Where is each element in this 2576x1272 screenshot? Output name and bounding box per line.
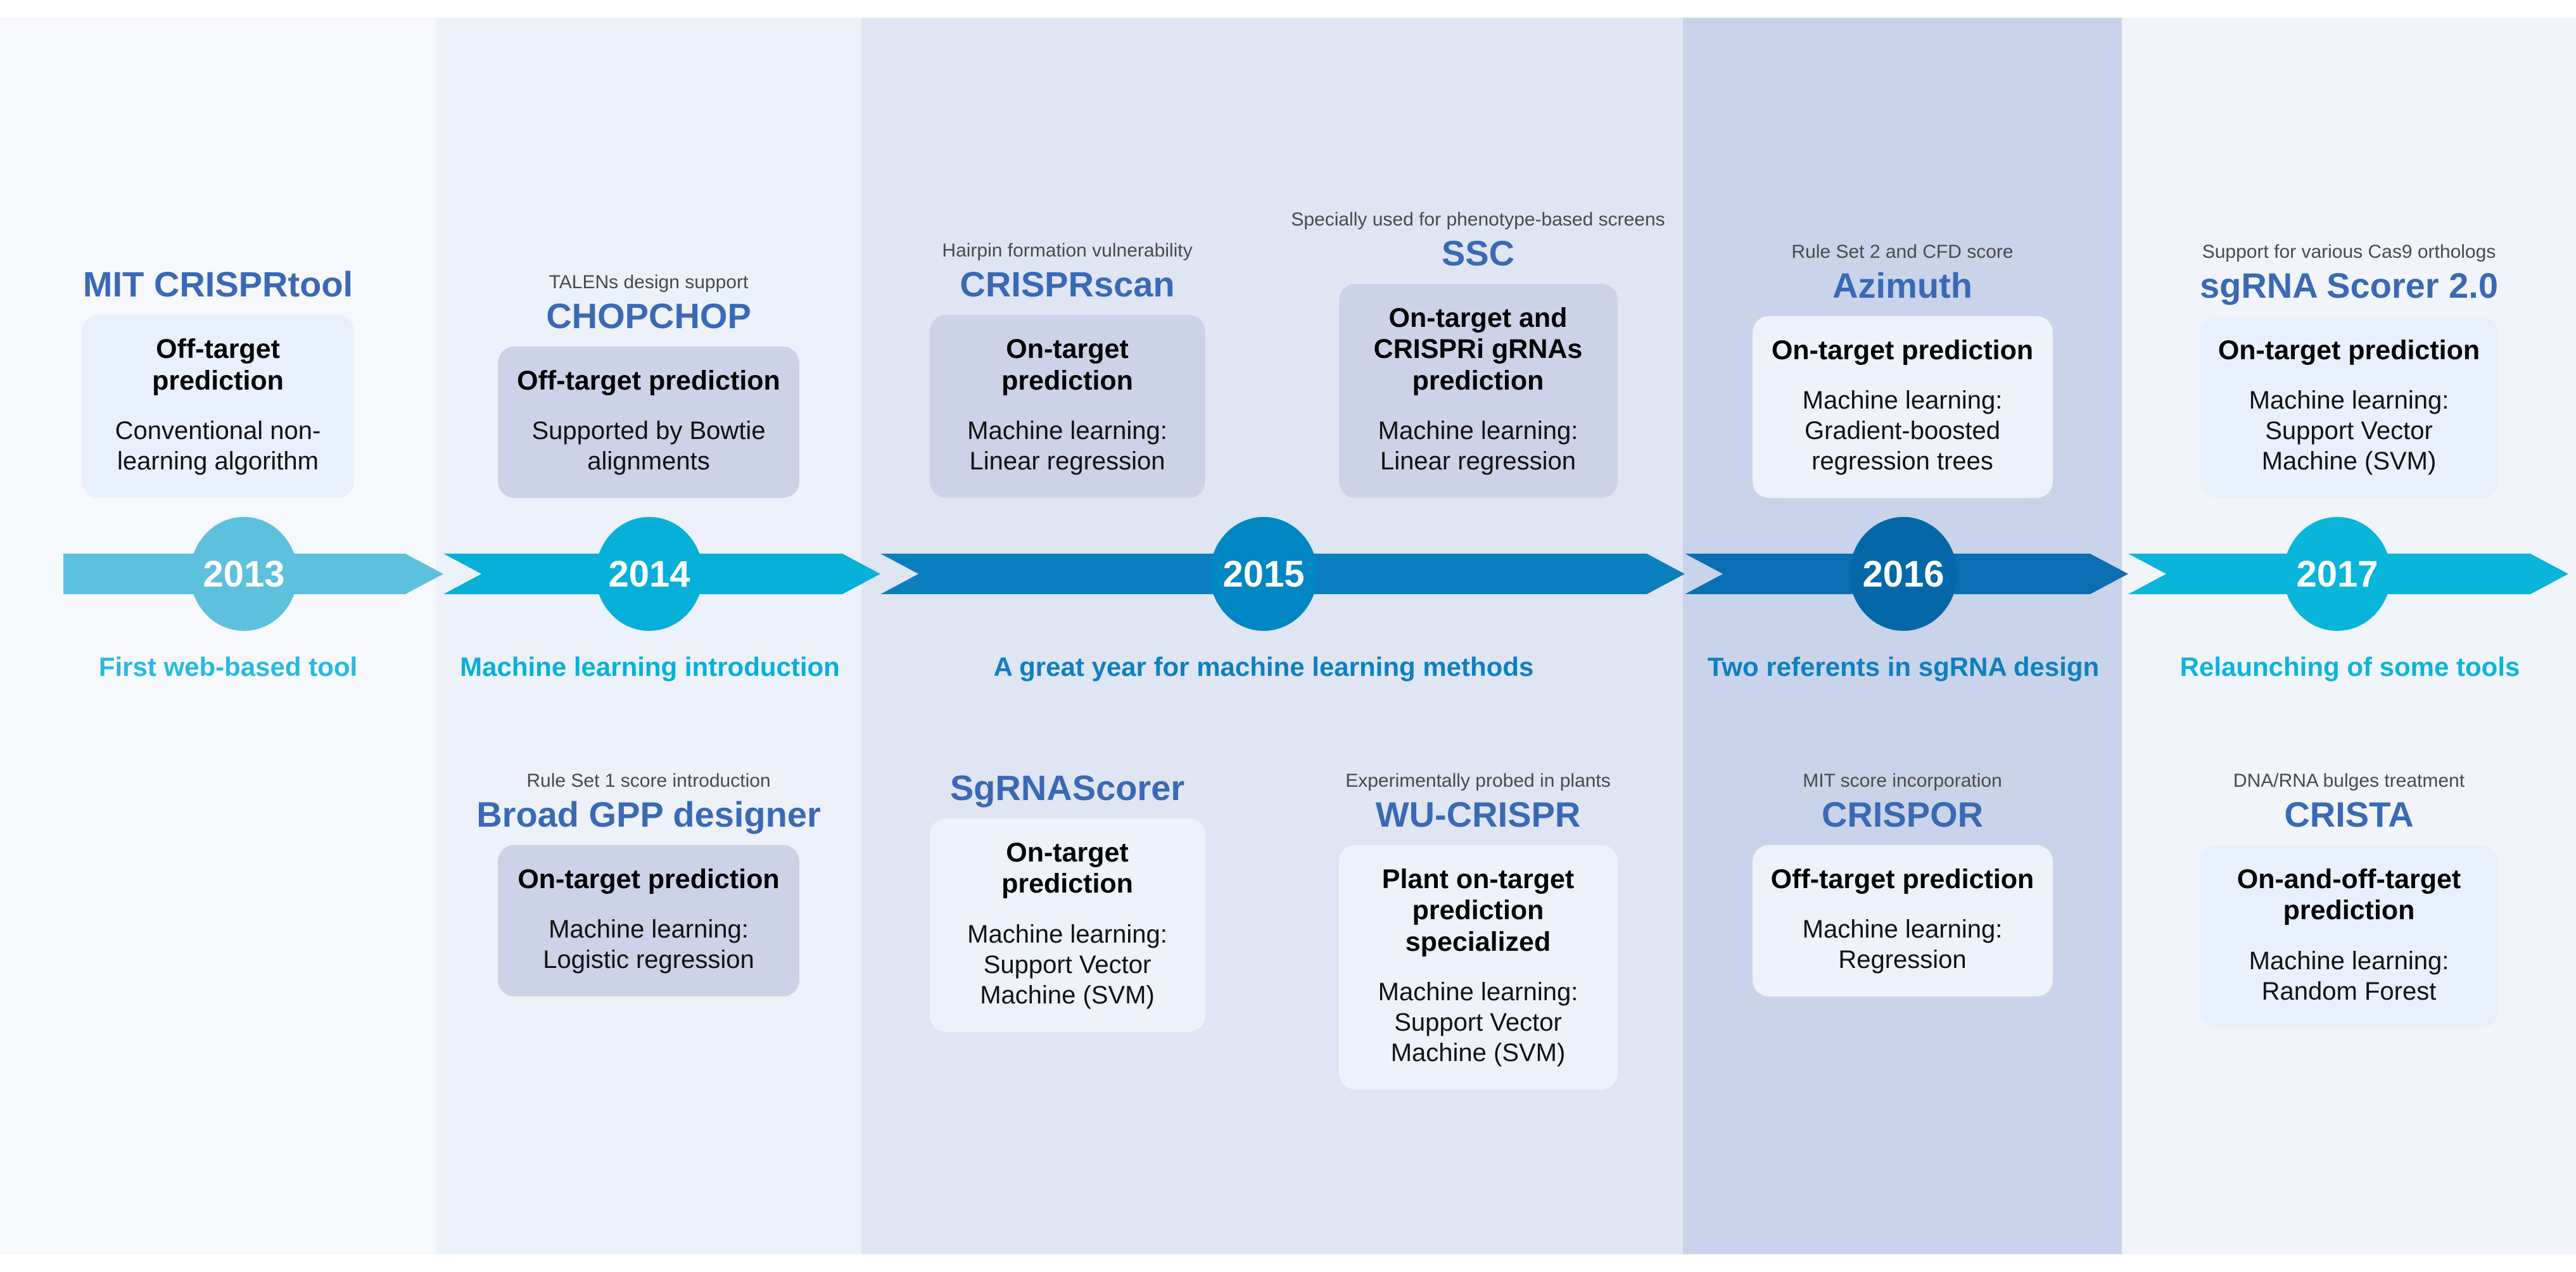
card-body: Machine learning: Support Vector Machine… — [1378, 978, 1578, 1067]
card-body: Machine learning: Random Forest — [2249, 946, 2449, 1005]
year-band-2017 — [2122, 18, 2576, 1254]
entry-tool-name: Azimuth — [1832, 265, 1972, 305]
year-band-2013 — [0, 18, 436, 1254]
year-bubble-label: 2015 — [1222, 553, 1305, 595]
entry-tool-name: CHOPCHOP — [546, 295, 751, 336]
card-body: Machine learning: Linear regression — [1378, 417, 1578, 475]
entry-card: Plant on-target prediction specialized M… — [1338, 844, 1618, 1090]
card-title: Off-target prediction — [152, 334, 284, 396]
entry-card: Off-target prediction Machine learning: … — [1752, 844, 2053, 997]
entry-wu-crispr[interactable]: Experimentally probed in plants WU-CRISP… — [1273, 770, 1683, 1090]
entry-tool-name: SSC — [1441, 232, 1515, 273]
entry-crispor[interactable]: MIT score incorporation CRISPOR Off-targ… — [1683, 770, 2122, 997]
year-label-2017: Relaunching of some tools — [2179, 652, 2520, 682]
year-bubble-label: 2013 — [203, 553, 285, 595]
entry-tool-name: WU-CRISPR — [1375, 794, 1581, 834]
year-bands-background — [0, 18, 2576, 1254]
entry-card: Off-target prediction Conventional non-l… — [82, 315, 354, 498]
entry-ssc[interactable]: Specially used for phenotype-based scree… — [1273, 208, 1683, 498]
entry-sgrnascorer[interactable]: SgRNAScorer On-target prediction Machine… — [861, 768, 1273, 1032]
card-title: Plant on-target prediction specialized — [1381, 863, 1575, 957]
card-body: Machine learning: Linear regression — [967, 417, 1167, 475]
entry-crista[interactable]: DNA/RNA bulges treatment CRISTA On-and-o… — [2122, 770, 2576, 1028]
card-body: Machine learning: Logistic regression — [543, 915, 754, 974]
column-2014: TALENs design support CHOPCHOP Off-targe… — [436, 0, 861, 1272]
column-2015-b: Specially used for phenotype-based scree… — [1273, 0, 1683, 1272]
entry-card: On-target and CRISPRi gRNAs prediction M… — [1338, 283, 1618, 498]
entry-card: On-target prediction Machine learning: L… — [498, 844, 799, 997]
card-title: Off-target prediction — [1770, 863, 2034, 894]
card-body: Machine learning: Support Vector Machine… — [967, 920, 1167, 1009]
entry-caption: DNA/RNA bulges treatment — [2233, 770, 2465, 791]
entry-card: On-target prediction Machine learning: S… — [2200, 315, 2498, 498]
entry-card: On-target prediction Machine learning: S… — [929, 818, 1205, 1032]
entry-caption: TALENs design support — [549, 271, 749, 293]
card-body: Supported by Bowtie alignments — [531, 417, 766, 475]
card-title: On-target and CRISPRi gRNAs prediction — [1373, 302, 1583, 396]
year-label-2016: Two referents in sgRNA design — [1707, 652, 2100, 682]
entry-card: On-target prediction Machine learning: L… — [929, 315, 1205, 498]
year-label-2013: First web-based tool — [98, 652, 358, 682]
entry-caption: MIT score incorporation — [1803, 770, 2002, 791]
entry-tool-name: CRISPOR — [1821, 794, 1984, 834]
entry-chopchop[interactable]: TALENs design support CHOPCHOP Off-targe… — [436, 271, 861, 498]
year-label-2014: Machine learning introduction — [460, 652, 840, 682]
column-2015-a: Hairpin formation vulnerability CRISPRsc… — [861, 0, 1273, 1272]
entry-caption: Experimentally probed in plants — [1345, 770, 1611, 791]
entry-card: On-target prediction Machine learning: G… — [1752, 315, 2053, 498]
card-body: Machine learning: Regression — [1802, 915, 2003, 974]
entry-broad-gpp-designer[interactable]: Rule Set 1 score introduction Broad GPP … — [436, 770, 861, 997]
entry-mit-crisprtool[interactable]: MIT CRISPRtool Off-target prediction Con… — [0, 266, 436, 498]
column-2017: Support for various Cas9 orthologs sgRNA… — [2122, 0, 2576, 1272]
card-title: On-target prediction — [1771, 334, 2034, 366]
column-2013: MIT CRISPRtool Off-target prediction Con… — [0, 0, 436, 1272]
entry-caption: Specially used for phenotype-based scree… — [1291, 208, 1665, 230]
year-bubble-label: 2017 — [2296, 553, 2378, 595]
entry-tool-name: CRISPRscan — [960, 264, 1175, 305]
year-bubble-2015[interactable]: 2015 — [1210, 517, 1317, 631]
entry-tool-name: MIT CRISPRtool — [82, 264, 353, 305]
entry-card: On-and-off-target prediction Machine lea… — [2200, 844, 2498, 1028]
year-bubble-2014[interactable]: 2014 — [595, 517, 703, 631]
year-bubble-2017[interactable]: 2017 — [2283, 517, 2391, 631]
card-title: On-target prediction — [2218, 334, 2480, 366]
card-title: On-and-off-target prediction — [2237, 863, 2461, 926]
entry-caption: Rule Set 1 score introduction — [526, 770, 771, 791]
card-title: On-target prediction — [1001, 334, 1133, 396]
year-bubble-label: 2014 — [608, 553, 690, 595]
card-body: Conventional non-learning algorithm — [115, 417, 321, 475]
card-body: Machine learning: Support Vector Machine… — [2249, 386, 2449, 475]
year-label-2015: A great year for machine learning method… — [993, 652, 1534, 682]
entry-caption: Rule Set 2 and CFD score — [1791, 241, 2014, 262]
entry-caption: Hairpin formation vulnerability — [942, 240, 1193, 262]
entry-tool-name: SgRNAScorer — [949, 768, 1185, 808]
year-bubble-label: 2016 — [1862, 553, 1945, 595]
year-band-2016 — [1683, 18, 2122, 1254]
card-title: On-target prediction — [1001, 837, 1133, 900]
card-title: On-target prediction — [517, 863, 780, 894]
entry-tool-name: sgRNA Scorer 2.0 — [2200, 265, 2498, 305]
entry-azimuth[interactable]: Rule Set 2 and CFD score Azimuth On-targ… — [1683, 241, 2122, 498]
entry-crisprscan[interactable]: Hairpin formation vulnerability CRISPRsc… — [861, 239, 1273, 498]
entry-card: Off-target prediction Supported by Bowti… — [498, 346, 799, 498]
card-body: Machine learning: Gradient-boosted regre… — [1802, 386, 2003, 475]
year-bubble-2013[interactable]: 2013 — [190, 517, 298, 631]
column-2016: Rule Set 2 and CFD score Azimuth On-targ… — [1683, 0, 2122, 1272]
entry-caption: Support for various Cas9 orthologs — [2202, 241, 2496, 262]
year-band-2014 — [436, 18, 861, 1254]
entry-tool-name: Broad GPP designer — [476, 794, 821, 834]
year-bubble-2016[interactable]: 2016 — [1850, 517, 1957, 631]
card-title: Off-target prediction — [517, 365, 780, 396]
entry-tool-name: CRISTA — [2284, 794, 2414, 834]
entry-sgrna-scorer-2[interactable]: Support for various Cas9 orthologs sgRNA… — [2122, 241, 2576, 498]
